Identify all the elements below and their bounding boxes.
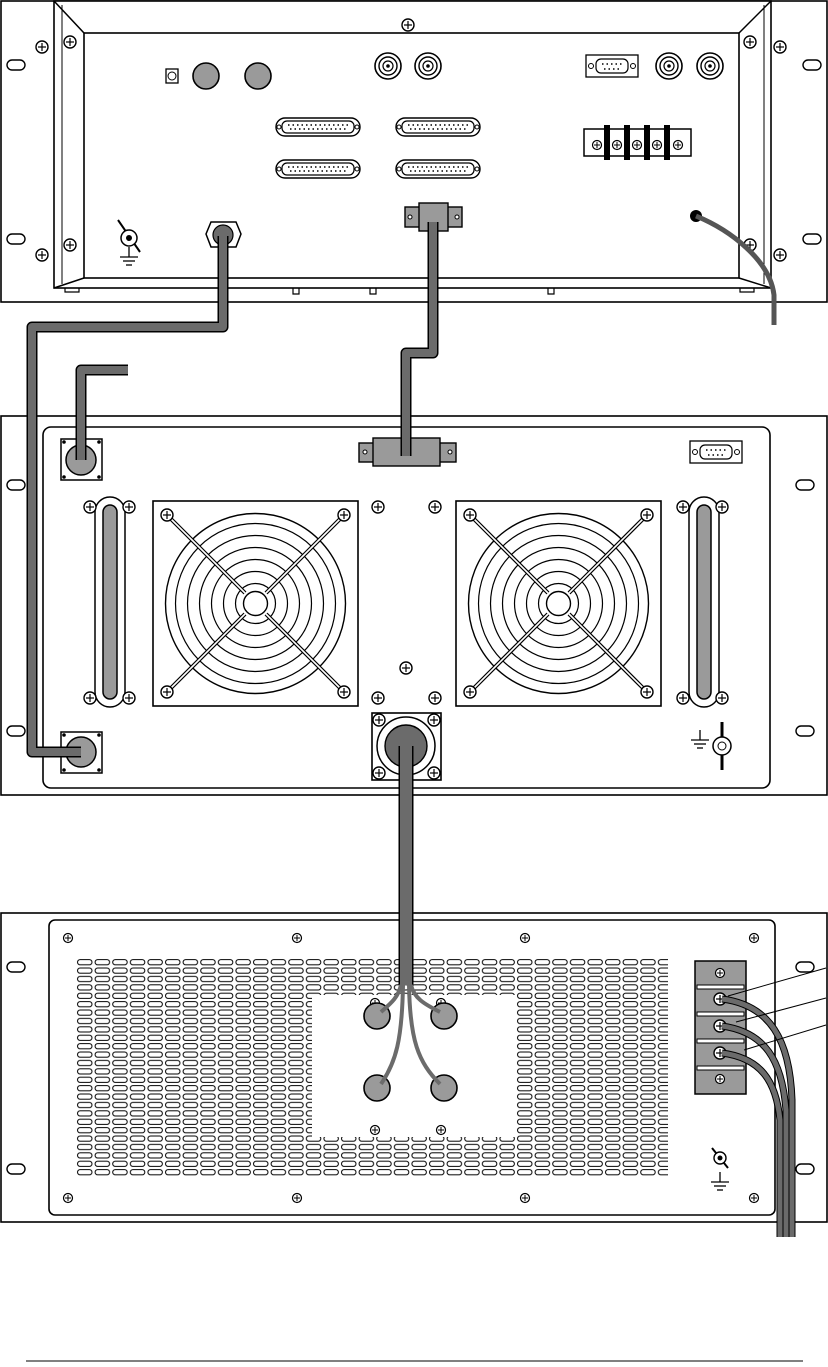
db9-connector — [586, 55, 638, 77]
db25-connector — [396, 160, 480, 178]
rack-slot — [7, 234, 25, 244]
rack-slot — [7, 962, 25, 972]
screw-icon — [750, 934, 759, 943]
screw-icon — [293, 1194, 302, 1203]
fan-icon — [456, 501, 661, 706]
rack-slot — [796, 480, 814, 490]
screw-icon — [429, 692, 441, 704]
screw-icon — [36, 249, 48, 261]
screw-icon — [293, 934, 302, 943]
screw-icon — [521, 1194, 530, 1203]
vent-grille — [76, 958, 668, 1176]
screw-icon — [400, 662, 412, 674]
screw-icon — [64, 934, 73, 943]
rack-slot — [7, 60, 25, 70]
rack-slot — [803, 234, 821, 244]
round-knob — [245, 63, 271, 89]
bnc-connector — [415, 53, 441, 79]
top-unit — [1, 1, 827, 302]
middle-unit — [1, 416, 827, 795]
db9-connector — [690, 441, 742, 463]
screw-icon — [521, 934, 530, 943]
rack-slot — [7, 480, 25, 490]
bnc-connector — [375, 53, 401, 79]
rack-slot — [796, 962, 814, 972]
screw-icon — [64, 239, 76, 251]
screw-icon — [402, 19, 414, 31]
rack-slot — [796, 726, 814, 736]
rack-slot — [7, 726, 25, 736]
screw-icon — [372, 501, 384, 513]
screw-icon — [744, 36, 756, 48]
screw-icon — [64, 1194, 73, 1203]
round-knob — [193, 63, 219, 89]
screw-icon — [774, 41, 786, 53]
rack-slot — [796, 1164, 814, 1174]
rack-slot — [803, 60, 821, 70]
rack-slot — [7, 1164, 25, 1174]
screw-icon — [36, 41, 48, 53]
db25-connector — [396, 118, 480, 136]
toggle-switch — [166, 69, 178, 83]
screw-icon — [372, 692, 384, 704]
bottom-unit — [1, 913, 827, 1222]
screw-icon — [371, 1126, 380, 1135]
terminal-block — [584, 125, 691, 160]
bnc-connector — [656, 53, 682, 79]
screw-icon — [774, 249, 786, 261]
screw-icon — [429, 501, 441, 513]
screw-icon — [64, 36, 76, 48]
screw-icon — [750, 1194, 759, 1203]
bnc-connector — [697, 53, 723, 79]
db25-connector — [276, 160, 360, 178]
db25-connector — [276, 118, 360, 136]
screw-icon — [437, 1126, 446, 1135]
feedthrough-insulator — [431, 1003, 457, 1029]
fan-icon — [153, 501, 358, 706]
